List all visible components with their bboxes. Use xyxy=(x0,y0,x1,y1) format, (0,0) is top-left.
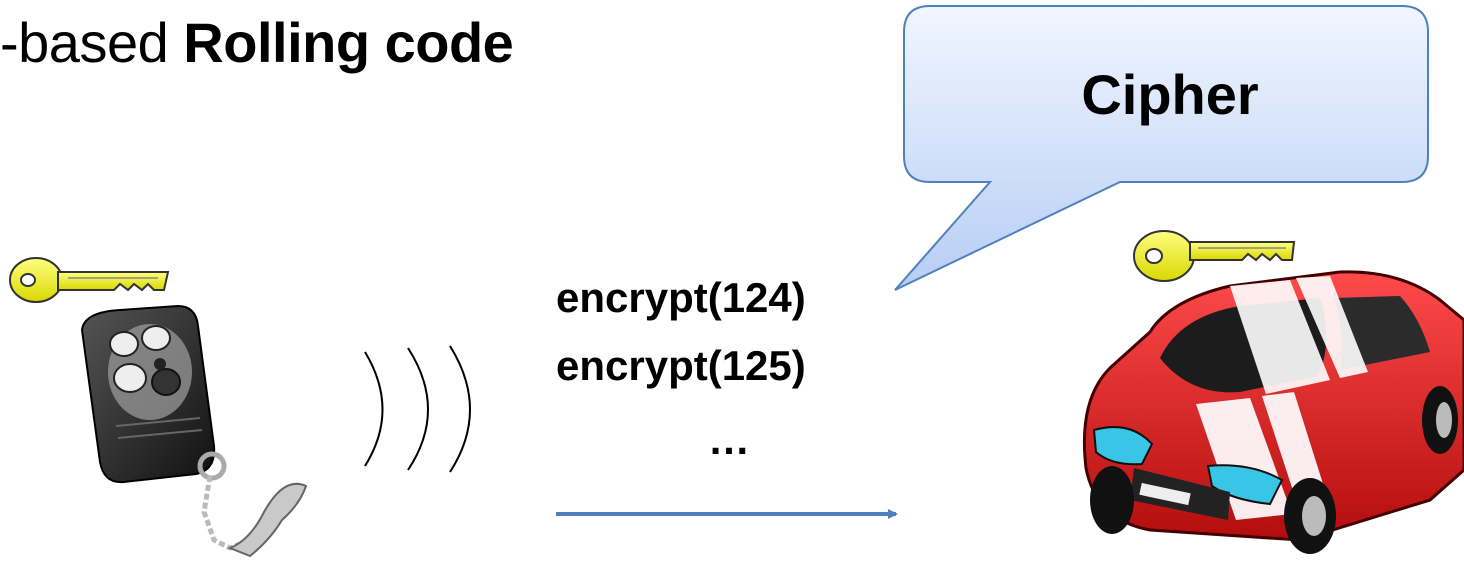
ellipsis: … xyxy=(708,416,750,463)
cipher-callout xyxy=(894,5,1429,291)
slide-title: -based Rolling code xyxy=(0,10,514,75)
key-icon xyxy=(1133,230,1296,282)
callout-label: Cipher xyxy=(1081,63,1259,126)
car-icon xyxy=(1082,270,1464,554)
title-prefix: -based xyxy=(0,11,184,74)
radio-waves-icon xyxy=(364,345,471,473)
message-encrypt-125: encrypt(125) xyxy=(556,342,806,389)
key-fob-icon xyxy=(80,304,308,558)
message-encrypt-124: encrypt(124) xyxy=(556,274,806,321)
title-bold: Rolling code xyxy=(183,11,514,74)
key-icon xyxy=(9,257,170,303)
